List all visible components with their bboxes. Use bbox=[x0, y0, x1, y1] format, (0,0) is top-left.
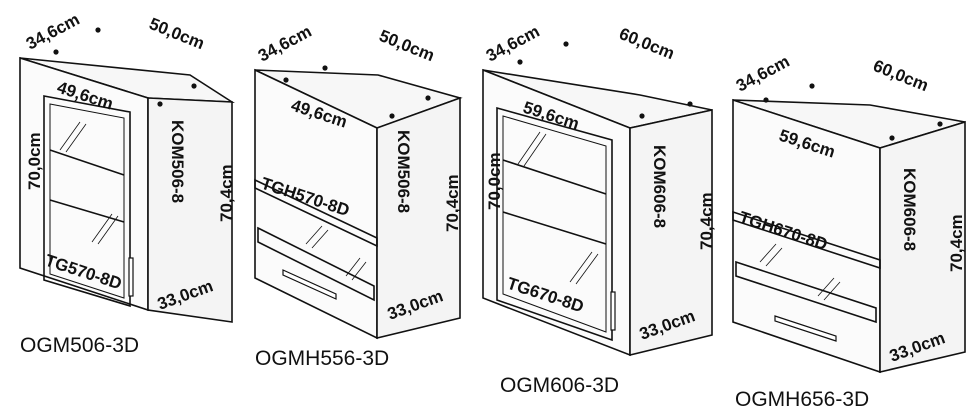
flap-divider bbox=[257, 226, 375, 302]
height-label: 70,0cm bbox=[25, 132, 44, 190]
glass-reflection bbox=[345, 257, 361, 277]
depth-label: 34,6cm bbox=[23, 10, 83, 54]
door-handle bbox=[610, 291, 616, 331]
glass-reflection bbox=[817, 277, 835, 297]
glass-reflection bbox=[65, 123, 87, 153]
height-label: 70,0cm bbox=[485, 152, 504, 210]
top-panel-divider bbox=[254, 178, 378, 248]
cabinet-side bbox=[629, 109, 713, 357]
top-panel-divider bbox=[732, 210, 881, 270]
mount-hole bbox=[283, 77, 289, 83]
mount-hole bbox=[563, 41, 569, 47]
side-code-label: KOM506-8 bbox=[168, 120, 187, 203]
glass-reflection bbox=[97, 215, 119, 245]
glass-reflection bbox=[523, 133, 547, 167]
model-name: OGMH556-3D bbox=[255, 347, 389, 370]
mount-hole bbox=[937, 121, 943, 127]
cabinet-ogm506: 34,6cm 50,0cm 49,6cm 70,0cm KOM506-8 70,… bbox=[19, 10, 236, 357]
mount-hole bbox=[639, 113, 645, 119]
mount-hole bbox=[687, 101, 693, 107]
glass-door-frame bbox=[496, 106, 613, 342]
width-label: 50,0cm bbox=[377, 26, 438, 65]
cabinet-ogmh556: 34,6cm 50,0cm 49,6cm KOM506-8 70,4cm TGH… bbox=[254, 22, 463, 370]
glass-reflection bbox=[569, 251, 593, 283]
mount-hole bbox=[517, 59, 523, 65]
side-code-label: KOM606-8 bbox=[650, 145, 669, 228]
glass-door-frame bbox=[43, 95, 131, 308]
mount-hole bbox=[889, 135, 895, 141]
cabinet-side bbox=[147, 97, 233, 323]
cabinet-ogm606: 34,6cm 60,0cm 59,6cm 70,0cm KOM606-8 70,… bbox=[482, 22, 716, 397]
glass-reflection bbox=[311, 229, 329, 249]
glass-door-inner bbox=[502, 115, 607, 333]
glass-reflection bbox=[305, 225, 323, 245]
mount-hole bbox=[157, 101, 163, 107]
shelf-line bbox=[502, 211, 607, 245]
cabinet-side bbox=[376, 96, 461, 340]
flap-divider bbox=[735, 260, 877, 324]
depth-label: 34,6cm bbox=[255, 22, 315, 66]
width-label: 60,0cm bbox=[617, 24, 678, 63]
depth-label: 34,6cm bbox=[733, 52, 793, 96]
side-code-label: KOM606-8 bbox=[900, 168, 919, 251]
glass-reflection bbox=[91, 213, 113, 243]
side-code-label: KOM506-8 bbox=[394, 130, 413, 213]
mount-hole bbox=[809, 83, 815, 89]
flap-handle bbox=[282, 269, 337, 300]
width-label: 60,0cm bbox=[871, 56, 932, 95]
model-name: OGM606-3D bbox=[500, 374, 619, 397]
cabinet-side bbox=[879, 120, 966, 374]
mount-hole bbox=[389, 113, 395, 119]
flap-handle bbox=[774, 315, 837, 342]
side-height-label: 70,4cm bbox=[217, 164, 236, 222]
glass-reflection bbox=[765, 247, 783, 267]
side-height-label: 70,4cm bbox=[947, 214, 966, 272]
model-name: OGMH656-3D bbox=[735, 388, 869, 411]
mount-hole bbox=[95, 27, 101, 33]
cabinet-ogmh656: 34,6cm 60,0cm 59,6cm KOM606-8 70,4cm TGH… bbox=[732, 52, 966, 411]
mount-hole bbox=[53, 49, 59, 55]
glass-reflection bbox=[759, 243, 777, 263]
mount-hole bbox=[763, 97, 769, 103]
mount-hole bbox=[425, 95, 431, 101]
glass-reflection bbox=[351, 261, 367, 281]
glass-reflection bbox=[575, 253, 599, 285]
mount-hole bbox=[322, 65, 328, 71]
glass-reflection bbox=[823, 281, 841, 301]
mount-hole bbox=[191, 83, 197, 89]
door-handle bbox=[128, 257, 134, 297]
shelf-line bbox=[502, 159, 607, 195]
model-name: OGM506-3D bbox=[20, 334, 139, 357]
shelf-line bbox=[49, 149, 125, 176]
glass-reflection bbox=[59, 121, 81, 151]
side-height-label: 70,4cm bbox=[697, 192, 716, 250]
glass-door-inner bbox=[49, 103, 125, 299]
shelf-line bbox=[49, 199, 125, 223]
side-height-label: 70,4cm bbox=[443, 174, 462, 232]
depth-label: 34,6cm bbox=[483, 22, 543, 66]
glass-reflection bbox=[517, 131, 541, 165]
width-label: 50,0cm bbox=[147, 14, 208, 53]
